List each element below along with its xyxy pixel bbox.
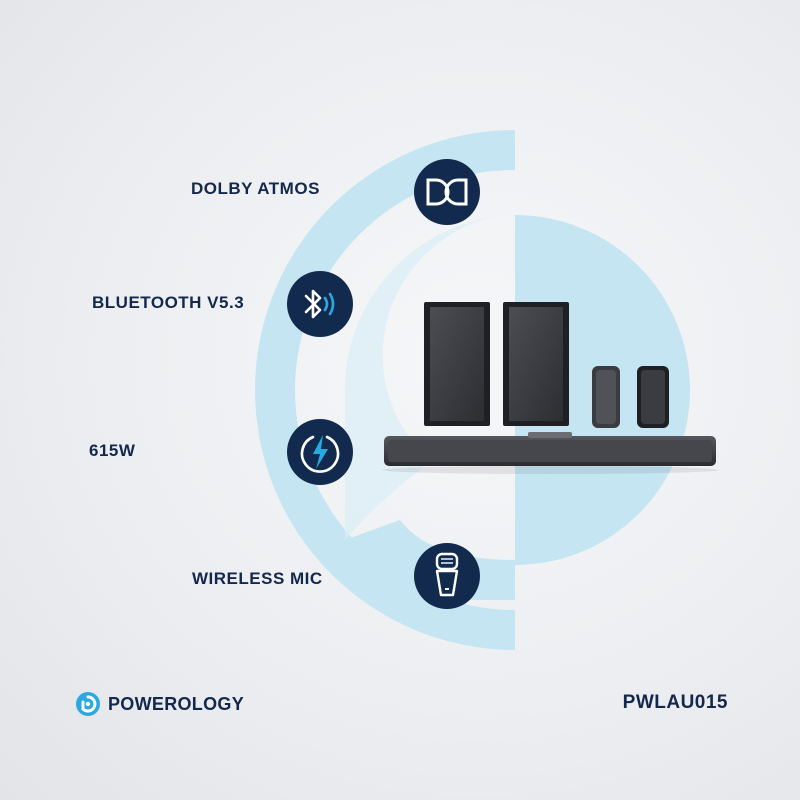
subwoofer-left <box>424 302 490 426</box>
brand-name: POWEROLOGY <box>108 693 245 714</box>
power-bolt-icon <box>287 419 353 485</box>
satellite-speaker-left <box>592 366 620 428</box>
brand-logo: POWEROLOGY <box>74 690 244 718</box>
bluetooth-icon <box>287 271 353 337</box>
powerology-logo-icon <box>76 692 100 716</box>
feature-label-bluetooth: BLUETOOTH V5.3 <box>92 293 245 312</box>
feature-label-power: 615W <box>89 441 136 460</box>
subwoofer-right <box>503 302 569 426</box>
microphone-icon <box>414 543 480 609</box>
soundbar <box>382 432 718 474</box>
left-arc <box>255 130 515 650</box>
satellite-speaker-right <box>637 366 669 428</box>
dolby-icon <box>414 159 480 225</box>
model-number: PWLAU015 <box>622 692 728 713</box>
feature-label-wireless-mic: WIRELESS MIC <box>192 569 323 588</box>
feature-label-dolby-atmos: DOLBY ATMOS <box>191 179 320 198</box>
